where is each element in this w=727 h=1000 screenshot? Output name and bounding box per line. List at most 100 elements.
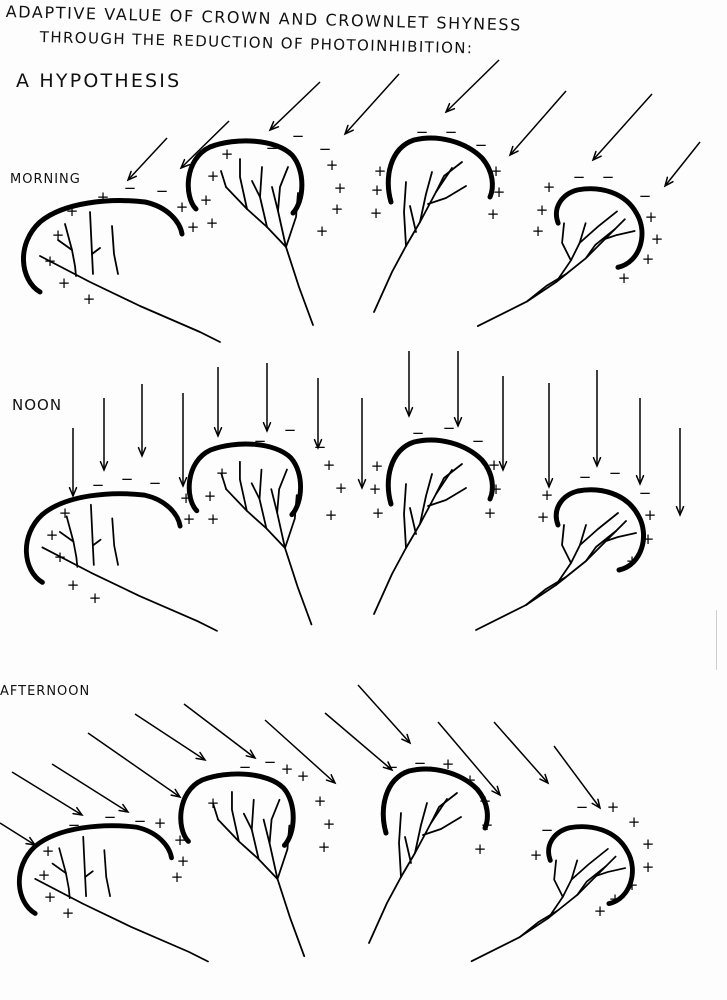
panel-label-morning: Morning (10, 172, 81, 187)
plus-mark: + (325, 506, 338, 524)
sun-ray-arrow-afternoon-8 (357, 684, 412, 745)
tree-noon-3 (373, 437, 495, 615)
sun-ray-arrow-morning-1 (179, 120, 230, 170)
plus-mark: + (541, 486, 554, 504)
plus-mark: + (484, 504, 497, 522)
plus-mark: + (177, 852, 190, 870)
sun-ray-arrow-noon-10 (498, 376, 508, 472)
plus-mark: + (207, 510, 220, 528)
crown-outline (16, 823, 174, 916)
sun-ray-arrow-afternoon-11 (553, 745, 602, 810)
plus-mark: + (326, 156, 339, 174)
minus-mark: − (284, 421, 297, 439)
plus-mark: + (207, 167, 220, 185)
plus-mark: + (371, 457, 384, 475)
plus-mark: + (187, 218, 200, 236)
sun-ray-arrow-morning-6 (591, 93, 653, 162)
sun-ray-arrow-morning-7 (663, 141, 701, 188)
plus-mark: + (38, 866, 51, 884)
plus-mark: + (44, 888, 57, 906)
sun-ray-arrow-morning-3 (343, 73, 400, 136)
plus-mark: + (645, 208, 658, 226)
plus-mark: + (154, 814, 167, 832)
plus-mark: + (642, 250, 655, 268)
minus-mark: − (121, 470, 134, 488)
minus-mark: − (639, 187, 652, 205)
sun-ray-arrow-noon-9 (453, 351, 463, 428)
tree-crowns (16, 135, 647, 963)
plus-mark: + (642, 530, 655, 548)
minus-mark: − (314, 438, 327, 456)
sun-ray-arrow-afternoon-3 (87, 732, 182, 799)
crown-outline (380, 766, 490, 836)
minus-mark: − (472, 432, 485, 450)
sun-ray-arrow-noon-8 (404, 351, 414, 418)
plus-mark: + (89, 589, 102, 607)
sun-ray-arrow-afternoon-7 (324, 712, 394, 772)
crown-outline (186, 441, 303, 518)
sun-ray-arrow-morning-5 (508, 90, 567, 157)
sun-ray-arrow-afternoon-4 (134, 713, 207, 762)
minus-mark: − (443, 419, 456, 437)
plus-mark: + (66, 202, 79, 220)
plus-mark: + (216, 464, 229, 482)
plus-mark: + (532, 222, 545, 240)
plus-mark: + (58, 274, 71, 292)
plus-mark: + (316, 222, 329, 240)
title-line-3: A hypothesis (16, 70, 182, 92)
tree-noon-1 (23, 491, 218, 632)
minus-mark: − (445, 123, 458, 141)
minus-mark: − (156, 182, 169, 200)
plus-mark: + (176, 198, 189, 216)
plus-mark: + (607, 798, 620, 816)
plus-mark: + (59, 504, 72, 522)
minus-mark: − (68, 816, 81, 834)
sun-ray-arrow-noon-0 (68, 428, 78, 498)
tree-morning-3 (373, 135, 495, 313)
minus-mark: − (124, 179, 137, 197)
plus-mark: + (479, 792, 492, 810)
minus-mark: − (576, 798, 589, 816)
sun-ray-arrow-noon-4 (213, 367, 223, 438)
plus-mark: + (335, 479, 348, 497)
tree-afternoon-2 (178, 771, 306, 958)
tree-morning-4 (476, 186, 645, 327)
crown-outline (546, 824, 635, 907)
plus-mark: + (46, 526, 59, 544)
minus-mark: − (92, 476, 105, 494)
plus-mark: + (487, 205, 500, 223)
plus-mark: + (644, 506, 657, 524)
plus-mark: + (221, 145, 234, 163)
sun-ray-arrow-noon-3 (178, 393, 188, 488)
plus-mark: + (530, 846, 543, 864)
panel-label-noon: Noon (12, 396, 63, 414)
charge-marks: −−++++++++−−−++++++++−−−++++++−−−+++++++… (38, 123, 664, 922)
plus-mark: + (374, 162, 387, 180)
minus-mark: − (609, 464, 622, 482)
plus-mark: + (54, 548, 67, 566)
minus-mark: − (412, 424, 425, 442)
plus-mark: + (200, 191, 213, 209)
plus-mark: + (44, 252, 57, 270)
minus-mark: − (639, 484, 652, 502)
sun-ray-arrow-noon-7 (357, 398, 367, 490)
plus-mark: + (331, 200, 344, 218)
plus-mark: + (626, 552, 639, 570)
plus-mark: + (609, 890, 622, 908)
plus-mark: + (651, 230, 664, 248)
tree-morning-1 (21, 198, 221, 343)
sun-ray-arrow-noon-5 (262, 363, 272, 433)
plus-mark: + (642, 835, 655, 853)
sun-ray-arrow-noon-12 (592, 370, 602, 468)
plus-mark: + (67, 576, 80, 594)
plus-mark: + (207, 794, 220, 812)
plus-mark: + (52, 226, 65, 244)
sun-ray-arrow-afternoon-10 (493, 721, 550, 785)
plus-mark: + (183, 510, 196, 528)
plus-mark: + (318, 838, 331, 856)
panel-label-afternoon: Afternoon (0, 684, 91, 699)
plus-mark: + (334, 179, 347, 197)
plus-mark: + (488, 456, 501, 474)
plus-mark: + (464, 771, 477, 789)
